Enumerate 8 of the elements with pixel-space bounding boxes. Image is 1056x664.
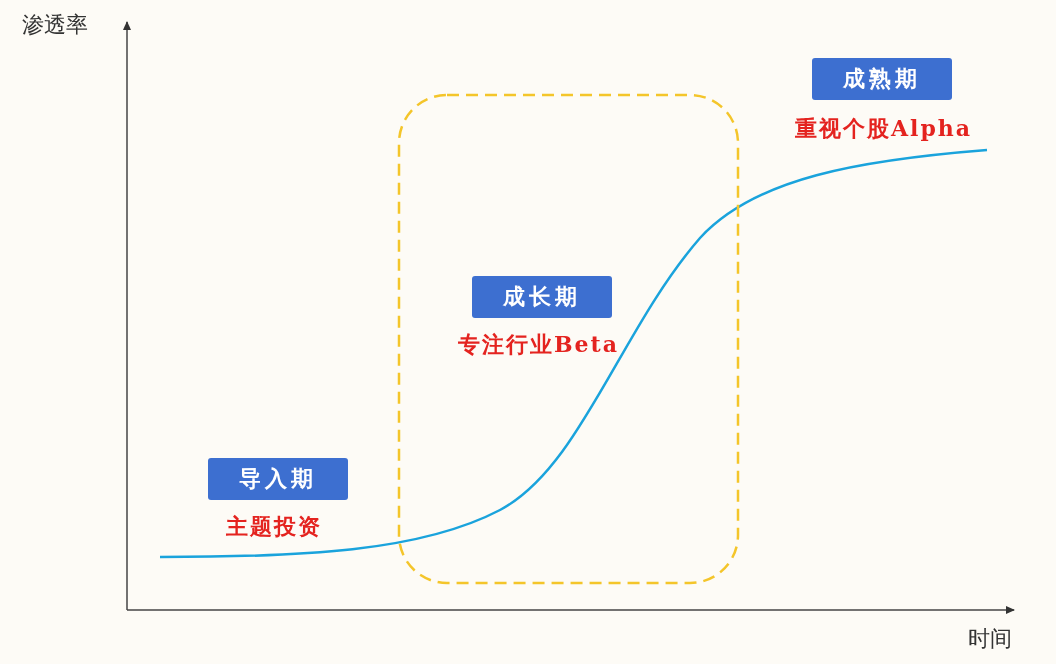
stage-label: 成熟期 — [812, 58, 952, 100]
axis-title: 时间 — [968, 625, 1012, 653]
stage-note: 重视个股Alpha — [795, 114, 973, 143]
axis-title: 渗透率 — [22, 11, 88, 39]
stage-note: 专注行业Beta — [458, 330, 619, 359]
stage-label: 导入期 — [208, 458, 348, 500]
stage-note: 主题投资 — [226, 512, 322, 541]
stage-label: 成长期 — [472, 276, 612, 318]
